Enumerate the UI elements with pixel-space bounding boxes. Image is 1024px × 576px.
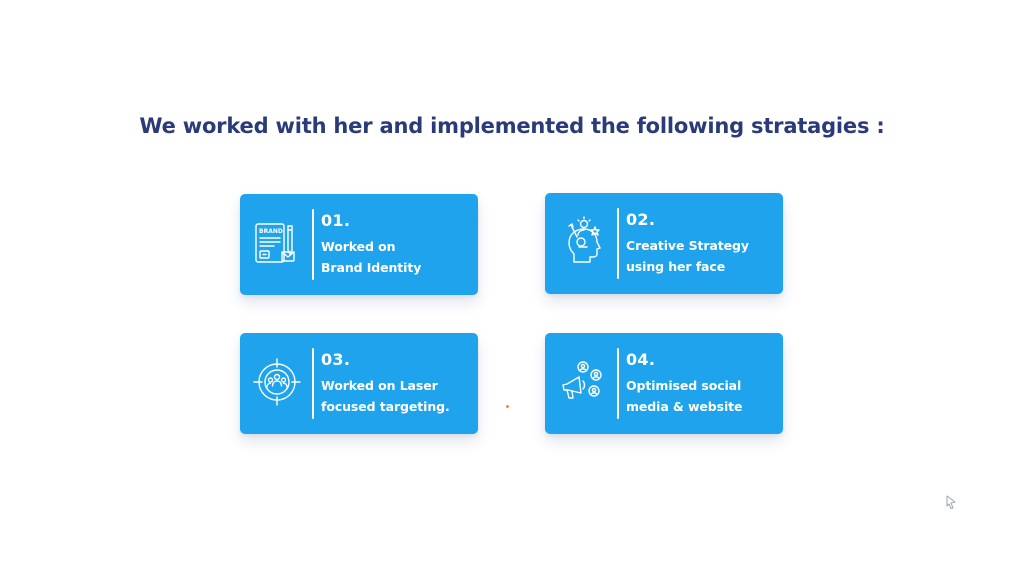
card-number: 02. — [626, 210, 656, 229]
strategy-card-laser-targeting: 03. Worked on Laser focused targeting. — [240, 333, 478, 434]
strategy-card-brand-identity: BRAND 01. Worked on Brand Identity — [240, 194, 478, 295]
svg-text:BRAND: BRAND — [259, 228, 283, 235]
strategy-card-social-media: 04. Optimised social media & website — [545, 333, 783, 434]
card-title-line-2: using her face — [626, 259, 726, 274]
cursor-icon — [944, 494, 958, 510]
card-title-line-1: Creative Strategy — [626, 238, 749, 253]
brand-identity-icon: BRAND — [252, 216, 302, 270]
card-title-line-2: media & website — [626, 399, 743, 414]
target-audience-icon — [252, 355, 302, 409]
megaphone-social-icon — [557, 355, 607, 409]
card-title-line-1: Worked on — [321, 239, 396, 254]
strategy-card-creative-strategy: 02. Creative Strategy using her face — [545, 193, 783, 294]
card-divider — [312, 209, 314, 280]
page-heading: We worked with her and implemented the f… — [139, 114, 885, 138]
card-number: 01. — [321, 211, 351, 230]
card-number: 03. — [321, 350, 351, 369]
card-title-line-1: Worked on Laser — [321, 378, 438, 393]
decorative-dot — [506, 405, 509, 408]
card-divider — [312, 348, 314, 419]
card-divider — [617, 208, 619, 279]
card-divider — [617, 348, 619, 419]
creative-head-icon — [557, 215, 607, 269]
card-title-line-1: Optimised social — [626, 378, 742, 393]
card-number: 04. — [626, 350, 656, 369]
card-title-line-2: Brand Identity — [321, 260, 422, 275]
card-title-line-2: focused targeting. — [321, 399, 450, 414]
